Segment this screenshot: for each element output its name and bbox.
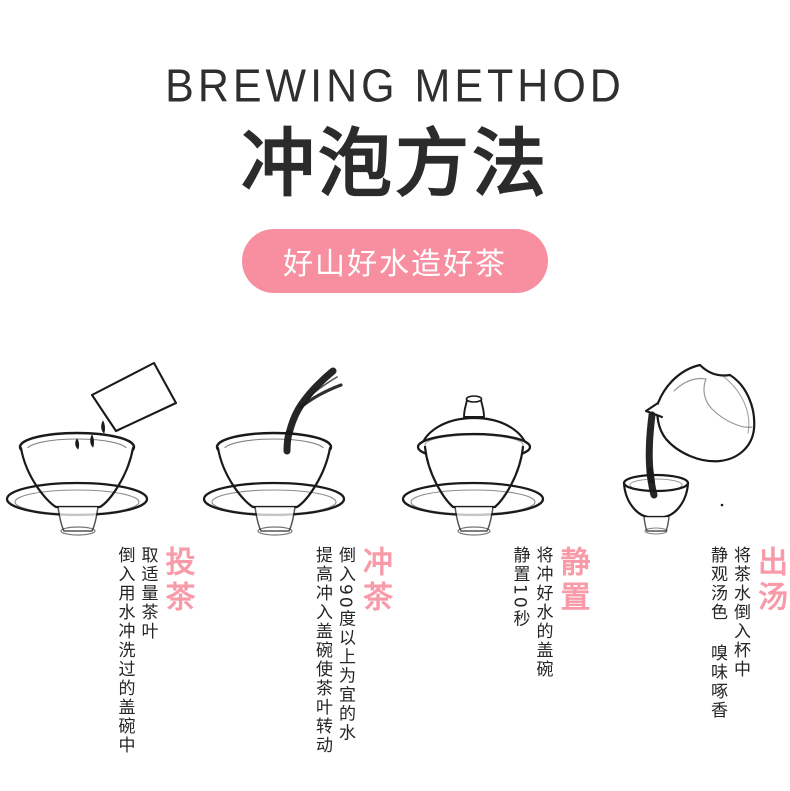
steps-row: 投茶 取适量茶叶 倒入用水冲洗过的盖碗中	[0, 355, 790, 755]
step-1-caption: 投茶 取适量茶叶 倒入用水冲洗过的盖碗中	[0, 540, 198, 755]
covered-gaiwan-icon	[401, 395, 544, 536]
slogan-badge: 好山好水造好茶	[242, 229, 548, 294]
step-2-illustration	[198, 355, 396, 540]
step-1-name: 投茶	[159, 546, 195, 616]
badge-wrapper: 好山好水造好茶	[0, 229, 790, 294]
step-4-line-2: 静观汤色 嗅味啄香	[707, 546, 727, 720]
page-title: 冲泡方法	[241, 121, 549, 208]
step-1-line-2: 倒入用水冲洗过的盖碗中	[114, 546, 135, 755]
step-1: 投茶 取适量茶叶 倒入用水冲洗过的盖碗中	[0, 355, 198, 755]
step-3-line-1: 将冲好水的盖碗	[532, 546, 553, 679]
step-4-illustration	[593, 355, 790, 540]
step-3-caption: 静置 将冲好水的盖碗 静置10秒	[395, 540, 593, 679]
step-3-name: 静置	[554, 546, 590, 616]
step-2-line-2: 提高冲入盖碗使茶叶转动	[312, 546, 332, 755]
poster-header: BREWING METHOD 冲泡方法 好山好水造好茶	[0, 0, 790, 294]
step-2-name: 冲茶	[357, 546, 392, 616]
gaiwan-with-tea-leaves-pouring-icon	[5, 361, 177, 536]
step-1-line-1: 取适量茶叶	[137, 546, 158, 641]
step-4: 出汤 将茶水倒入杯中 静观汤色 嗅味啄香	[593, 355, 790, 755]
gaiwan-with-water-stream-icon	[203, 367, 346, 536]
step-4-line-1: 将茶水倒入杯中	[730, 546, 750, 679]
step-2: 冲茶 倒入90度以上为宜的水 提高冲入盖碗使茶叶转动	[198, 355, 396, 755]
english-title: BREWING METHOD	[165, 60, 625, 113]
step-2-caption: 冲茶 倒入90度以上为宜的水 提高冲入盖碗使茶叶转动	[198, 540, 396, 755]
step-3: 静置 将冲好水的盖碗 静置10秒	[395, 355, 593, 755]
step-3-line-2: 静置10秒	[509, 546, 530, 629]
step-4-caption: 出汤 将茶水倒入杯中 静观汤色 嗅味啄香	[593, 540, 790, 720]
step-2-line-1: 倒入90度以上为宜的水	[335, 546, 355, 743]
step-1-illustration	[0, 355, 198, 540]
pitcher-pouring-into-cup-icon	[623, 363, 756, 535]
step-3-illustration	[395, 355, 593, 540]
step-4-name: 出汤	[752, 546, 787, 616]
